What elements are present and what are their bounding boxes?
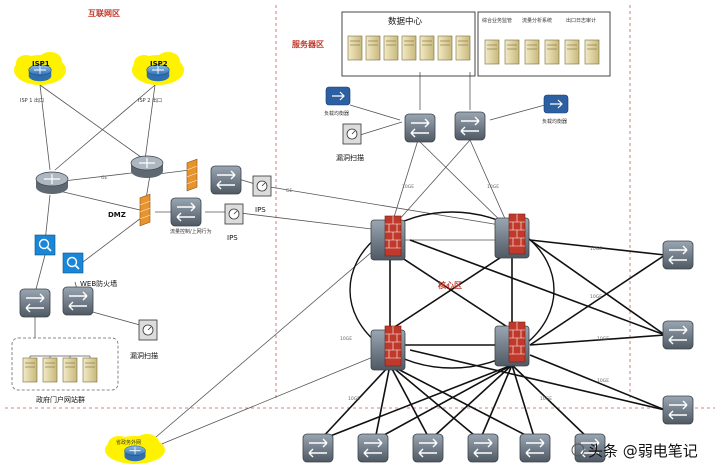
portal-cluster-label: 政府门户网站群 xyxy=(36,395,85,404)
svg-text:10GE: 10GE xyxy=(348,396,360,402)
core-fw-switch-bottom-right xyxy=(494,321,530,367)
exit-audit-label: 出口日志审计 xyxy=(566,17,596,24)
access-switch-row xyxy=(302,433,606,463)
vuln-scan-top-icon xyxy=(342,123,362,145)
right-switch-lower xyxy=(662,395,694,425)
watermark-text: 头条 @弱电笔记 xyxy=(588,442,698,460)
waf-icon-left xyxy=(34,234,56,256)
zone-label-core: 核心区 xyxy=(438,280,462,290)
zone-label-internet: 互联网区 xyxy=(88,8,120,18)
isp1-label: ISP1 xyxy=(32,60,50,68)
svg-text:GE: GE xyxy=(101,175,107,181)
vuln-scan-bottom-icon xyxy=(138,319,158,341)
core-fw-switch-bottom-left xyxy=(370,325,406,371)
server-switch-left xyxy=(404,113,436,143)
svg-text:10GE: 10GE xyxy=(597,378,609,384)
data-center-servers xyxy=(347,35,471,61)
flow-control-switch xyxy=(170,197,202,227)
monitor-servers xyxy=(484,39,600,65)
isp1-cloud: ISP1 xyxy=(14,52,66,85)
zone-dividers xyxy=(5,5,715,409)
internet-access-switch xyxy=(210,165,242,195)
load-balancer-right-label: 负载均衡器 xyxy=(542,118,567,125)
flow-control-label: 流量控制/上网行为 xyxy=(170,228,212,235)
svg-text:10GE: 10GE xyxy=(402,184,414,190)
monitor-box xyxy=(477,11,611,77)
data-center-label: 数据中心 xyxy=(388,16,423,27)
firewall-upper xyxy=(186,158,198,192)
svg-text:10GE: 10GE xyxy=(590,294,602,300)
right-switch-upper xyxy=(662,240,694,270)
watermark: 头条 @弱电笔记 xyxy=(571,442,698,460)
ips-bottom-icon xyxy=(224,203,244,225)
load-balancer-left-label: 负载均衡器 xyxy=(324,110,349,117)
egov-net-cloud xyxy=(105,434,165,464)
core-fw-switch-top-left xyxy=(370,215,406,261)
flow-analysis-label: 流量分析系统 xyxy=(522,17,552,24)
svg-text:10GE: 10GE xyxy=(340,336,352,342)
core-fw-switch-top-right xyxy=(494,213,530,259)
isp2-label: ISP2 xyxy=(150,60,168,68)
svg-text:10GE: 10GE xyxy=(487,184,499,190)
svg-text:10GE: 10GE xyxy=(590,246,602,252)
biz-monitor-label: 综合业务监管 xyxy=(482,17,512,24)
isp2-cloud: ISP2 xyxy=(132,52,184,85)
data-center-box xyxy=(341,11,476,77)
svg-text:10GE: 10GE xyxy=(597,336,609,342)
vuln-scan-bottom-label: 漏洞扫描 xyxy=(130,351,158,360)
core-ring xyxy=(349,211,555,369)
server-switch-right xyxy=(454,111,486,141)
isp1-exit-label: ISP 1 出口 xyxy=(20,97,44,104)
vuln-scan-top-label: 漏洞扫描 xyxy=(336,153,364,162)
right-switch-middle xyxy=(662,320,694,350)
load-balancer-right-icon xyxy=(543,94,569,114)
svg-text:10GE: 10GE xyxy=(540,396,552,402)
ips-top-label: IPS xyxy=(255,206,266,214)
waf-label: WEB防火墙 xyxy=(80,279,117,288)
edge-router-right xyxy=(130,155,164,179)
ips-bottom-label: IPS xyxy=(227,234,238,242)
portal-cluster-box xyxy=(11,337,119,391)
load-balancer-left-icon xyxy=(325,86,351,106)
egov-net-label: 省政务外网 xyxy=(116,439,141,446)
ips-top-icon xyxy=(252,175,272,197)
link-speed-labels: 10GE 10GE 10GE 10GE 10GE 10GE 10GE 10GE … xyxy=(101,175,609,402)
zone-label-dmz: DMZ xyxy=(108,211,126,219)
core-links xyxy=(319,239,666,441)
web-switch-left xyxy=(19,288,51,318)
isp2-exit-label: ISP 2 出口 xyxy=(138,97,162,104)
portal-servers xyxy=(22,355,98,383)
firewall-lower xyxy=(139,193,151,227)
svg-text:GE: GE xyxy=(286,188,292,194)
waf-icon-right xyxy=(62,252,84,274)
zone-label-server: 服务器区 xyxy=(292,39,324,49)
web-switch-right xyxy=(62,286,94,316)
edge-router-left xyxy=(35,171,69,195)
